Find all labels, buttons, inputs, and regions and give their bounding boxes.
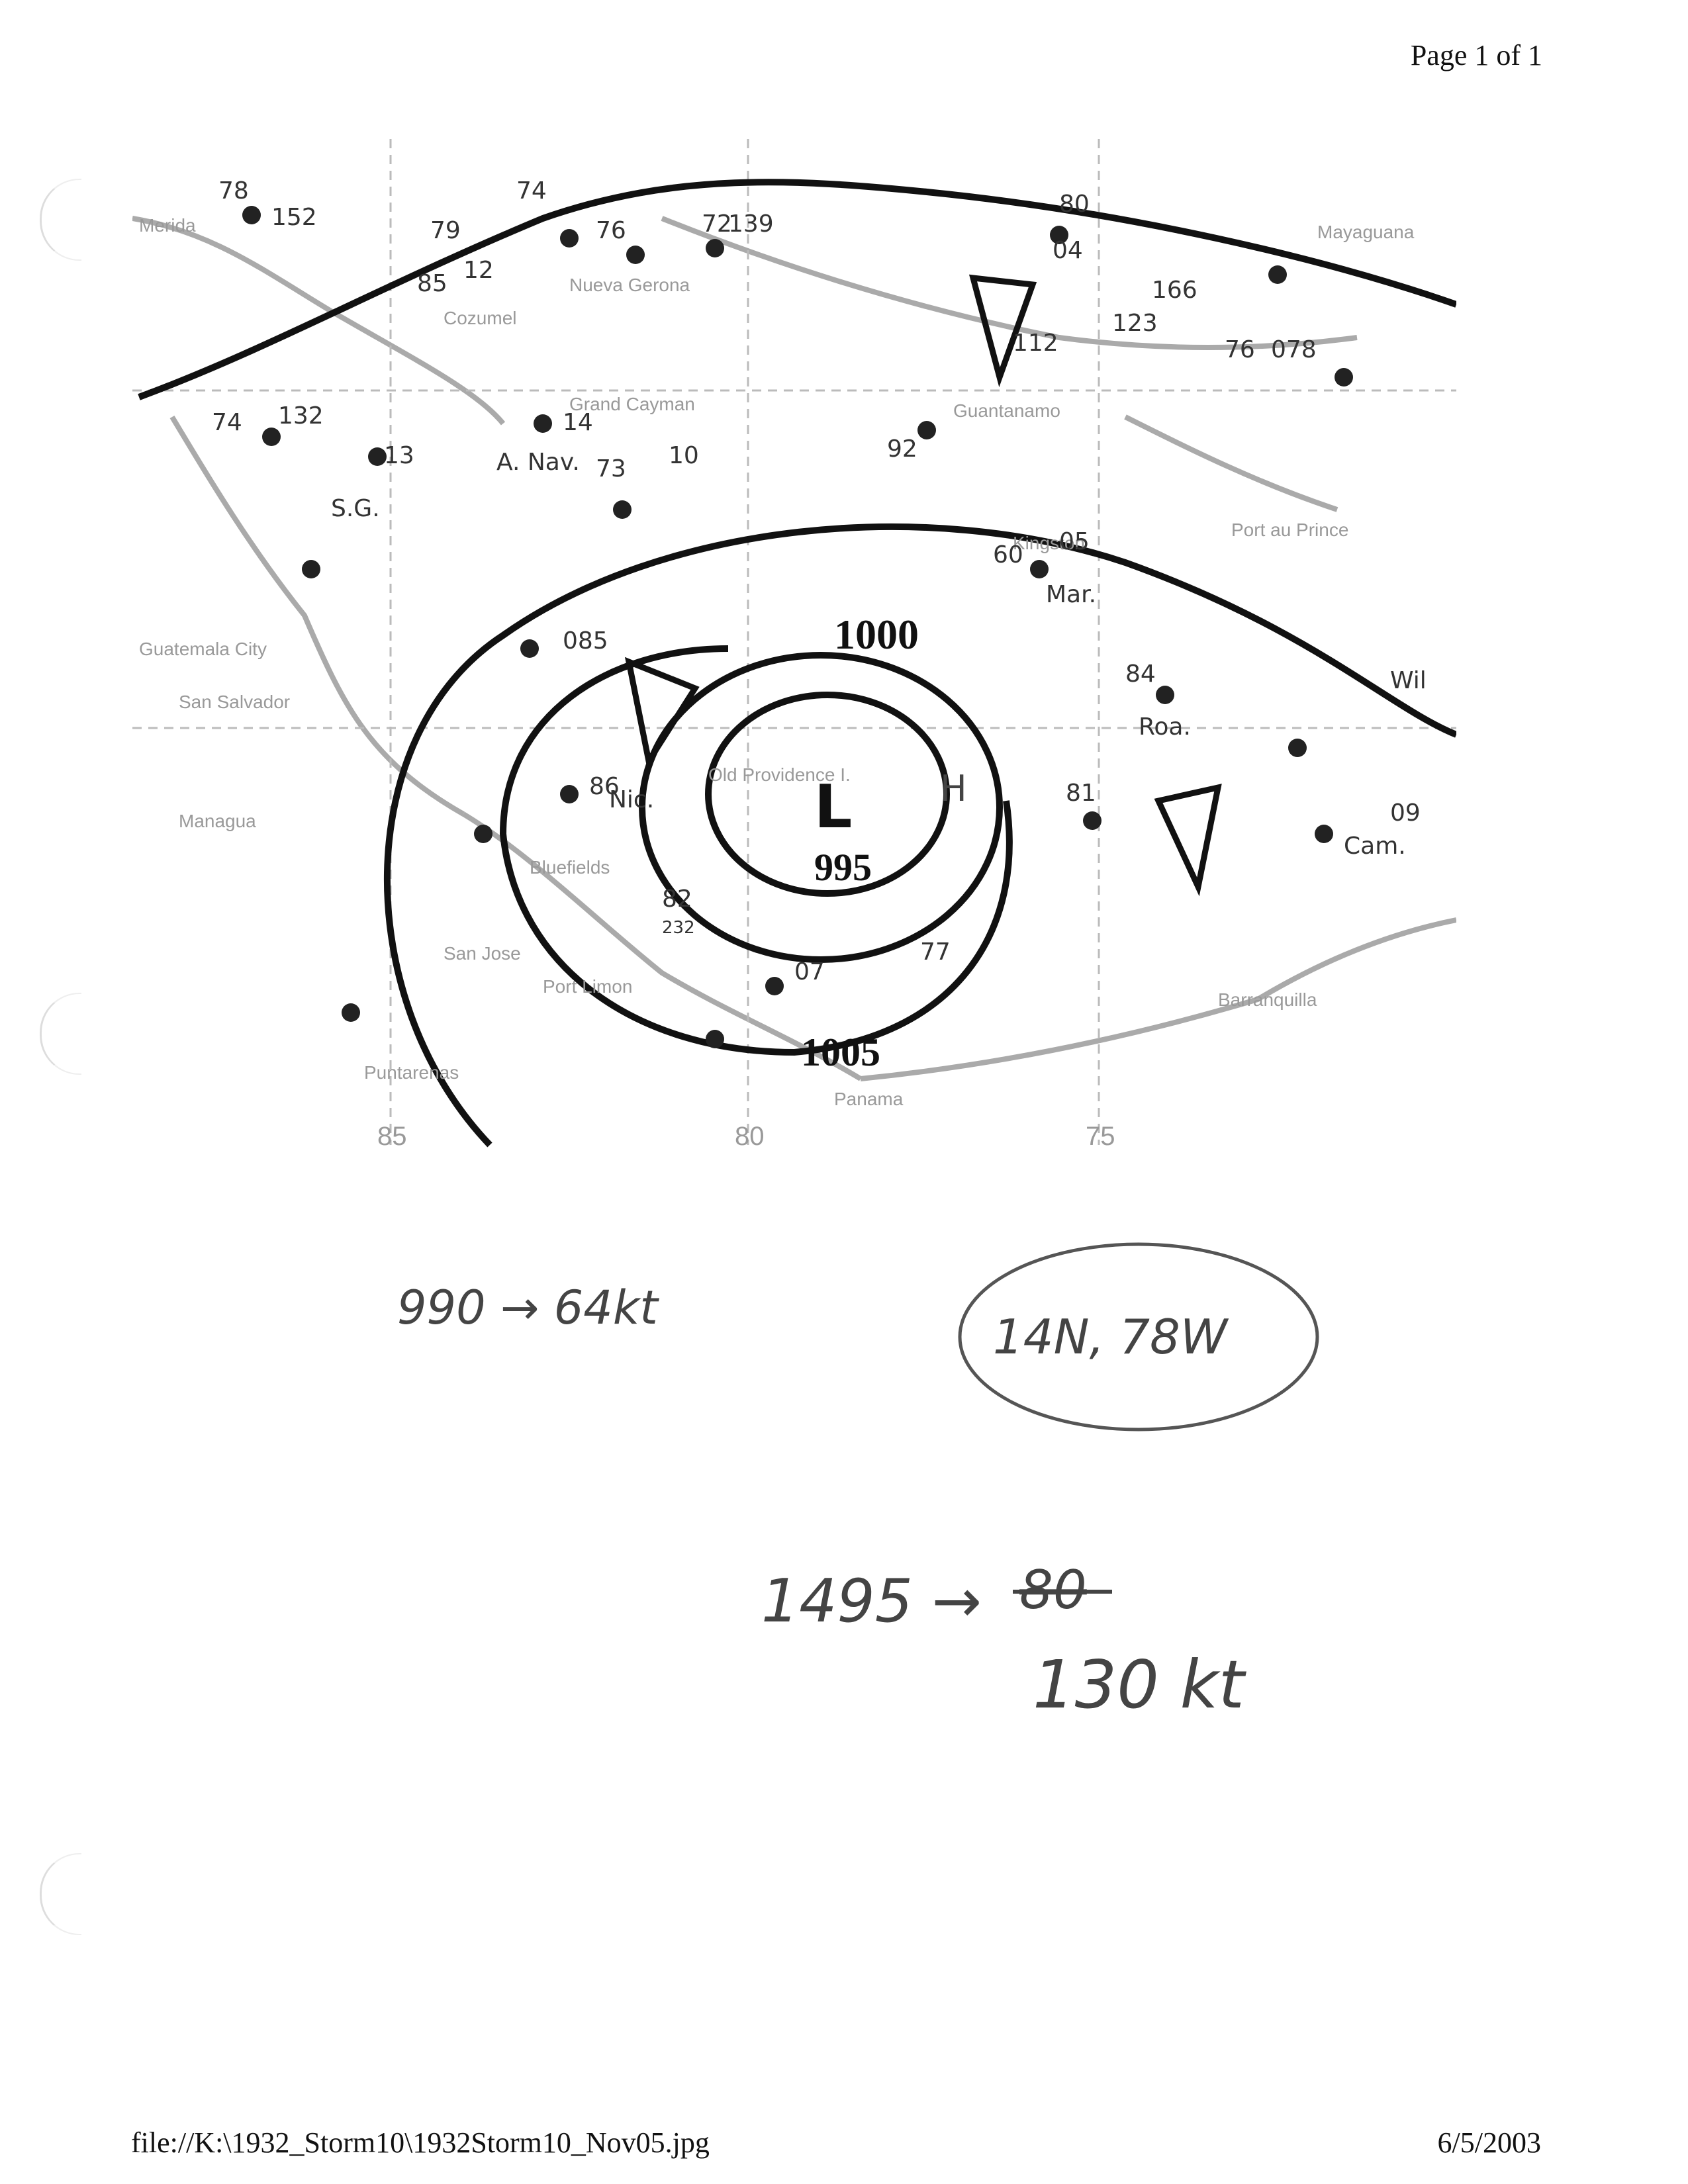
place-guantanamo: Guantanamo bbox=[953, 400, 1060, 421]
station-roa: Roa. bbox=[1139, 713, 1191, 741]
obs-77: 77 bbox=[920, 938, 951, 966]
obs-86: 86 bbox=[589, 773, 620, 800]
obs-85: 85 bbox=[417, 270, 447, 297]
isobar-label-995: 995 bbox=[814, 846, 872, 889]
low-center: L bbox=[814, 772, 852, 842]
isobar-label-1000: 1000 bbox=[834, 611, 919, 658]
obs-84: 84 bbox=[1125, 660, 1156, 688]
place-cozumel: Cozumel bbox=[444, 308, 516, 328]
obs-60: 60 bbox=[993, 541, 1023, 569]
place-names: Merida Cozumel Nueva Gerona Grand Cayman… bbox=[139, 215, 1415, 1109]
longitude-75: 75 bbox=[1086, 1122, 1115, 1151]
place-san-jose: San Jose bbox=[444, 943, 521, 964]
obs-79: 79 bbox=[430, 217, 461, 244]
obs-76: 76 bbox=[596, 217, 626, 244]
obs-05: 05 bbox=[1059, 528, 1090, 555]
high-center: H bbox=[940, 768, 967, 809]
station-labels: A. Nav. S.G. Nic. Mar. Roa. Cam. Wil bbox=[331, 449, 1427, 860]
place-kingston: Kingston bbox=[1013, 533, 1085, 553]
obs-085: 085 bbox=[563, 627, 608, 655]
obs-10: 10 bbox=[669, 442, 699, 469]
obs-13: 13 bbox=[384, 442, 414, 469]
note-1495-prefix: 1495 → bbox=[761, 1567, 982, 1636]
place-grand-cayman: Grand Cayman bbox=[569, 394, 695, 414]
note-position: 14N, 78W bbox=[993, 1309, 1229, 1365]
obs-152: 152 bbox=[271, 204, 317, 231]
isobars bbox=[384, 523, 1456, 1148]
place-port-au-prince: Port au Prince bbox=[1231, 520, 1348, 540]
place-mayaguana: Mayaguana bbox=[1317, 222, 1415, 242]
isobar-1005 bbox=[384, 523, 1456, 1148]
page-label: Page 1 of 1 bbox=[1410, 39, 1542, 71]
obs-14: 14 bbox=[563, 409, 593, 436]
isobar-1000 bbox=[499, 645, 1013, 1056]
obs-80: 80 bbox=[1059, 191, 1090, 218]
place-panama: Panama bbox=[834, 1089, 904, 1109]
weather-map: 1000 995 1005 L H 85 80 75 Merida Cozume… bbox=[132, 139, 1456, 1171]
obs-73: 73 bbox=[596, 455, 626, 482]
obs-04: 04 bbox=[1053, 237, 1083, 264]
obs-166: 166 bbox=[1152, 277, 1197, 304]
footer-file-path: file://K:\1932_Storm10\1932Storm10_Nov05… bbox=[131, 2126, 710, 2159]
obs-74b: 74 bbox=[212, 409, 242, 436]
punch-hole-bottom bbox=[40, 1853, 81, 1935]
station-sg: S.G. bbox=[331, 495, 380, 522]
triangles bbox=[624, 274, 1222, 897]
obs-078: 078 bbox=[1271, 336, 1317, 363]
obs-82: 82 bbox=[662, 886, 692, 913]
place-old-providence: Old Providence I. bbox=[708, 764, 851, 785]
obs-232: 232 bbox=[662, 918, 695, 938]
station-markers bbox=[242, 206, 1353, 1048]
isobar-inner-ring bbox=[705, 692, 950, 897]
place-barranquilla: Barranquilla bbox=[1218, 989, 1317, 1010]
note-990-64kt: 990 → 64kt bbox=[397, 1281, 659, 1335]
handwritten-notes: 990 → 64kt 14N, 78W 1495 → 80 130 kt bbox=[397, 1242, 1319, 1723]
note-circle bbox=[958, 1242, 1319, 1432]
obs-78: 78 bbox=[218, 177, 249, 205]
footer-date: 6/5/2003 bbox=[1437, 2126, 1541, 2159]
obs-112: 112 bbox=[1013, 330, 1058, 357]
weather-map-svg: 1000 995 1005 L H 85 80 75 Merida Cozume… bbox=[132, 139, 1456, 1171]
place-puntarenas: Puntarenas bbox=[364, 1062, 459, 1083]
station-wil: Wil bbox=[1390, 667, 1427, 694]
obs-81: 81 bbox=[1066, 780, 1096, 807]
longitude-80: 80 bbox=[735, 1122, 765, 1151]
obs-72: 72 bbox=[702, 210, 732, 238]
observation-values: 78 152 74 76 72 139 79 12 85 80 04 166 1… bbox=[212, 177, 1421, 985]
station-mar: Mar. bbox=[1046, 581, 1096, 608]
place-port-limon: Port Limon bbox=[543, 976, 632, 997]
obs-92: 92 bbox=[887, 435, 917, 463]
station-nic: Nic. bbox=[609, 786, 654, 813]
grid-lines bbox=[132, 139, 1456, 1145]
isobar-label-1005: 1005 bbox=[801, 1030, 880, 1074]
coastlines bbox=[132, 216, 1456, 1081]
obs-74: 74 bbox=[516, 177, 547, 205]
station-cam: Cam. bbox=[1344, 833, 1406, 860]
place-merida: Merida bbox=[139, 215, 196, 236]
place-nueva-gerona: Nueva Gerona bbox=[569, 275, 690, 295]
obs-139: 139 bbox=[728, 210, 774, 238]
note-130kt: 130 kt bbox=[1033, 1646, 1247, 1723]
place-san-salvador: San Salvador bbox=[179, 692, 290, 712]
obs-132: 132 bbox=[278, 402, 324, 430]
place-bluefields: Bluefields bbox=[530, 857, 610, 878]
frontal-line bbox=[138, 179, 1456, 400]
obs-76b: 76 bbox=[1225, 336, 1255, 363]
longitude-85: 85 bbox=[377, 1122, 407, 1151]
punch-hole-top bbox=[40, 179, 81, 261]
isobar-995-ring bbox=[639, 652, 1003, 963]
obs-09: 09 bbox=[1390, 799, 1421, 827]
obs-123: 123 bbox=[1112, 310, 1158, 337]
place-guatemala-city: Guatemala City bbox=[139, 639, 267, 659]
place-managua: Managua bbox=[179, 811, 256, 831]
obs-07: 07 bbox=[794, 958, 825, 985]
punch-hole-middle bbox=[40, 993, 81, 1075]
obs-12: 12 bbox=[463, 257, 494, 284]
station-a-nav: A. Nav. bbox=[496, 449, 580, 476]
